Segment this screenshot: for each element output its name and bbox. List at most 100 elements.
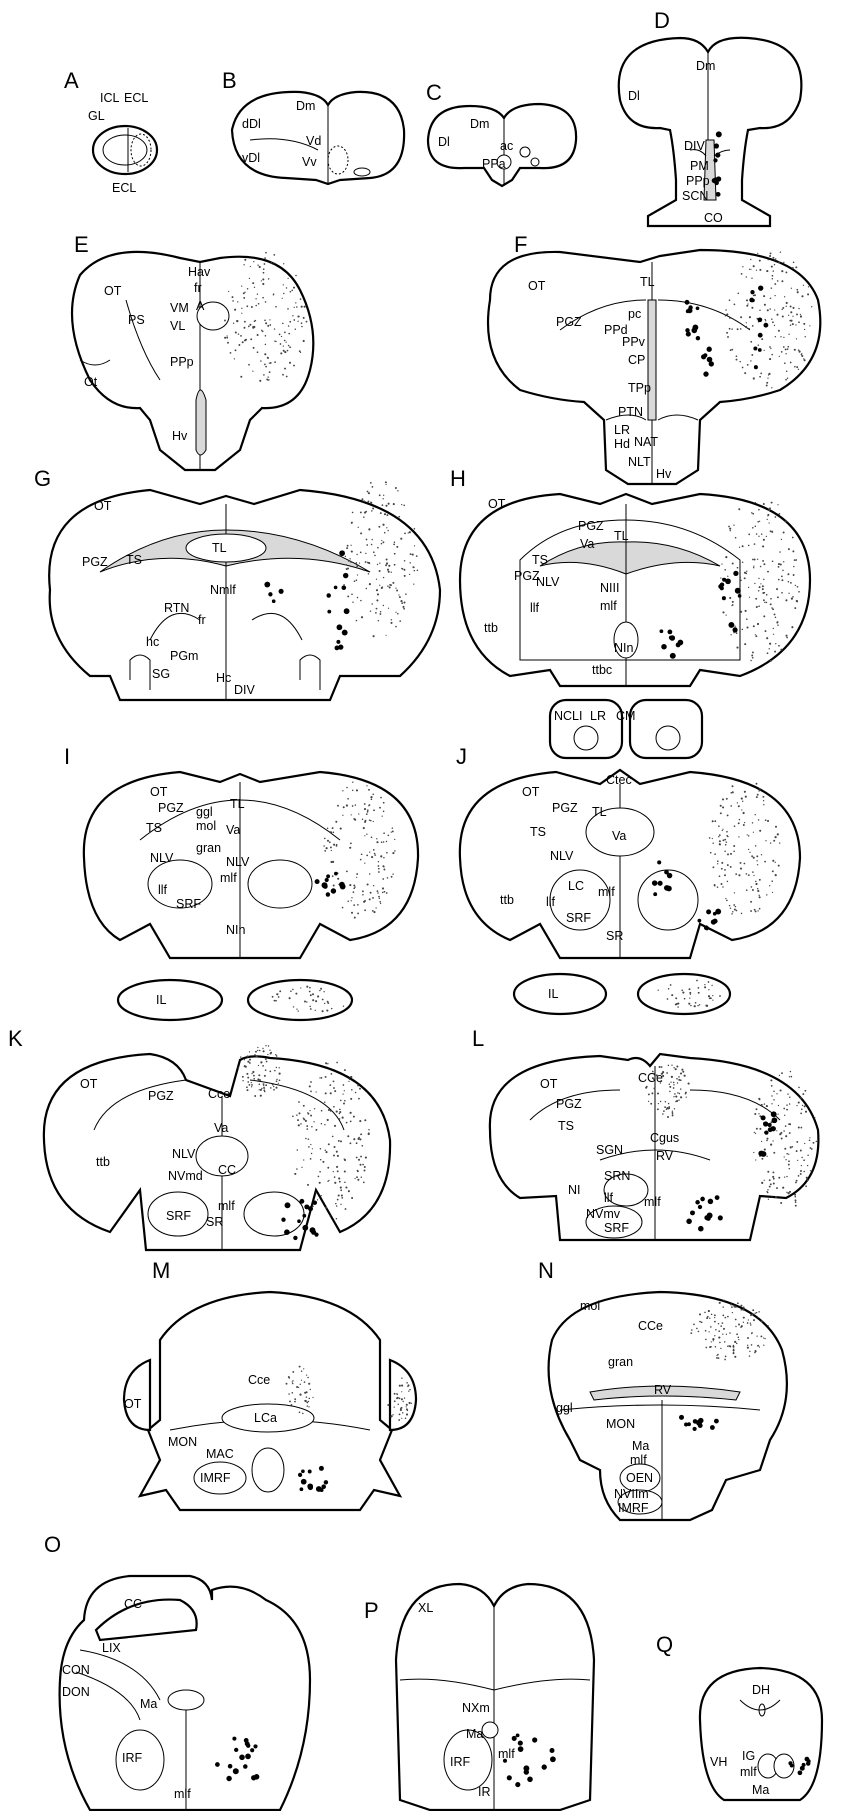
stipple-dot	[414, 545, 415, 546]
stipple-dot	[373, 849, 375, 851]
cell-dot	[308, 1206, 313, 1211]
stipple-dot	[722, 886, 723, 887]
stipple-dot	[722, 1334, 723, 1335]
stipple-dot	[240, 376, 242, 378]
stipple-dot	[346, 787, 348, 789]
stipple-dot	[264, 257, 266, 259]
stipple-dot	[402, 568, 404, 570]
stipple-dot	[761, 1320, 763, 1322]
stipple-dot	[779, 513, 781, 515]
stipple-dot	[776, 622, 778, 624]
stipple-dot	[733, 845, 735, 847]
stipple-dot	[766, 1105, 768, 1107]
stipple-dot	[265, 1084, 267, 1086]
label-h-ncli: NCLI	[554, 709, 582, 723]
stipple-dot	[356, 1157, 358, 1159]
label-l-ts: TS	[558, 1119, 574, 1133]
stipple-dot	[367, 491, 369, 493]
stipple-dot	[796, 289, 798, 291]
stipple-dot	[346, 568, 348, 570]
stipple-dot	[253, 326, 255, 328]
stipple-dot	[371, 544, 373, 546]
stipple-dot	[766, 382, 768, 384]
stipple-dot	[689, 997, 690, 998]
stipple-dot	[360, 1156, 362, 1158]
stipple-dot	[378, 868, 380, 870]
stipple-dot	[796, 1150, 798, 1152]
stipple-dot	[772, 1171, 774, 1173]
stipple-dot	[252, 1071, 254, 1073]
stipple-dot	[737, 1336, 739, 1338]
stipple-dot	[319, 1182, 321, 1184]
stipple-dot	[304, 1001, 306, 1003]
stipple-dot	[332, 875, 334, 877]
stipple-dot	[736, 1333, 738, 1335]
stipple-dot	[294, 1401, 296, 1403]
stipple-dot	[672, 1111, 673, 1112]
stipple-dot	[801, 295, 803, 297]
stipple-dot	[255, 298, 256, 299]
stipple-dot	[343, 1084, 345, 1086]
stipple-dot	[353, 1138, 355, 1140]
cell-dot	[758, 1151, 764, 1157]
stipple-dot	[322, 1161, 324, 1163]
stipple-dot	[414, 570, 416, 572]
stipple-dot	[714, 1335, 715, 1336]
cell-dot	[285, 1202, 291, 1208]
stipple-dot	[772, 1140, 773, 1141]
cell-dot	[512, 1736, 517, 1741]
cell-dot	[344, 608, 350, 614]
stipple-dot	[269, 371, 271, 373]
stipple-dot	[726, 835, 728, 837]
stipple-dot	[705, 1347, 707, 1349]
stipple-dot	[771, 607, 773, 609]
stipple-dot	[364, 1119, 366, 1121]
stipple-dot	[276, 993, 278, 995]
stipple-dot	[295, 993, 297, 995]
stipple-dot	[374, 854, 376, 856]
stipple-dot	[326, 847, 328, 849]
stipple-dot	[724, 1359, 726, 1361]
stipple-dot	[721, 862, 723, 864]
stipple-dot	[274, 328, 275, 329]
stipple-dot	[678, 1079, 680, 1081]
stipple-dot	[722, 829, 723, 830]
label-f-nat: NAT	[634, 435, 658, 449]
stipple-dot	[351, 1197, 353, 1199]
stipple-dot	[391, 831, 392, 832]
label-h-ts: TS	[532, 553, 548, 567]
stipple-dot	[274, 1000, 276, 1002]
cell-dot	[802, 1763, 806, 1767]
label-o-irf: IRF	[122, 1751, 143, 1765]
cell-dot	[272, 599, 276, 603]
stipple-dot	[368, 573, 369, 574]
label-h-lr: LR	[590, 709, 606, 723]
label-l-srn: SRN	[604, 1169, 630, 1183]
stipple-dot	[305, 1400, 307, 1402]
stipple-dot	[350, 843, 352, 845]
stipple-dot	[787, 378, 788, 379]
stipple-dot	[376, 841, 378, 843]
stipple-dot	[416, 555, 418, 557]
stipple-dot	[404, 575, 406, 577]
stipple-dot	[755, 634, 756, 635]
stipple-dot	[803, 1159, 805, 1161]
label-f-ptn: PTN	[618, 405, 643, 419]
label-a-ecl-bottom: ECL	[112, 181, 136, 195]
stipple-dot	[730, 634, 731, 635]
stipple-dot	[331, 1008, 332, 1009]
stipple-dot	[402, 606, 404, 608]
stipple-dot	[743, 812, 745, 814]
stipple-dot	[236, 320, 238, 322]
stipple-dot	[343, 806, 345, 808]
cell-dot	[758, 285, 763, 290]
stipple-dot	[697, 1005, 698, 1006]
stipple-dot	[675, 1004, 677, 1006]
stipple-dot	[758, 590, 760, 592]
label-m-lca: LCa	[254, 1411, 277, 1425]
stipple-dot	[352, 790, 353, 791]
stipple-dot	[247, 1077, 249, 1079]
stipple-dot	[334, 1090, 336, 1092]
stipple-dot	[785, 520, 787, 522]
panel-j: J OT Ctec PGZ TL TS Va NLV LC ttb llf ml…	[456, 744, 800, 1014]
